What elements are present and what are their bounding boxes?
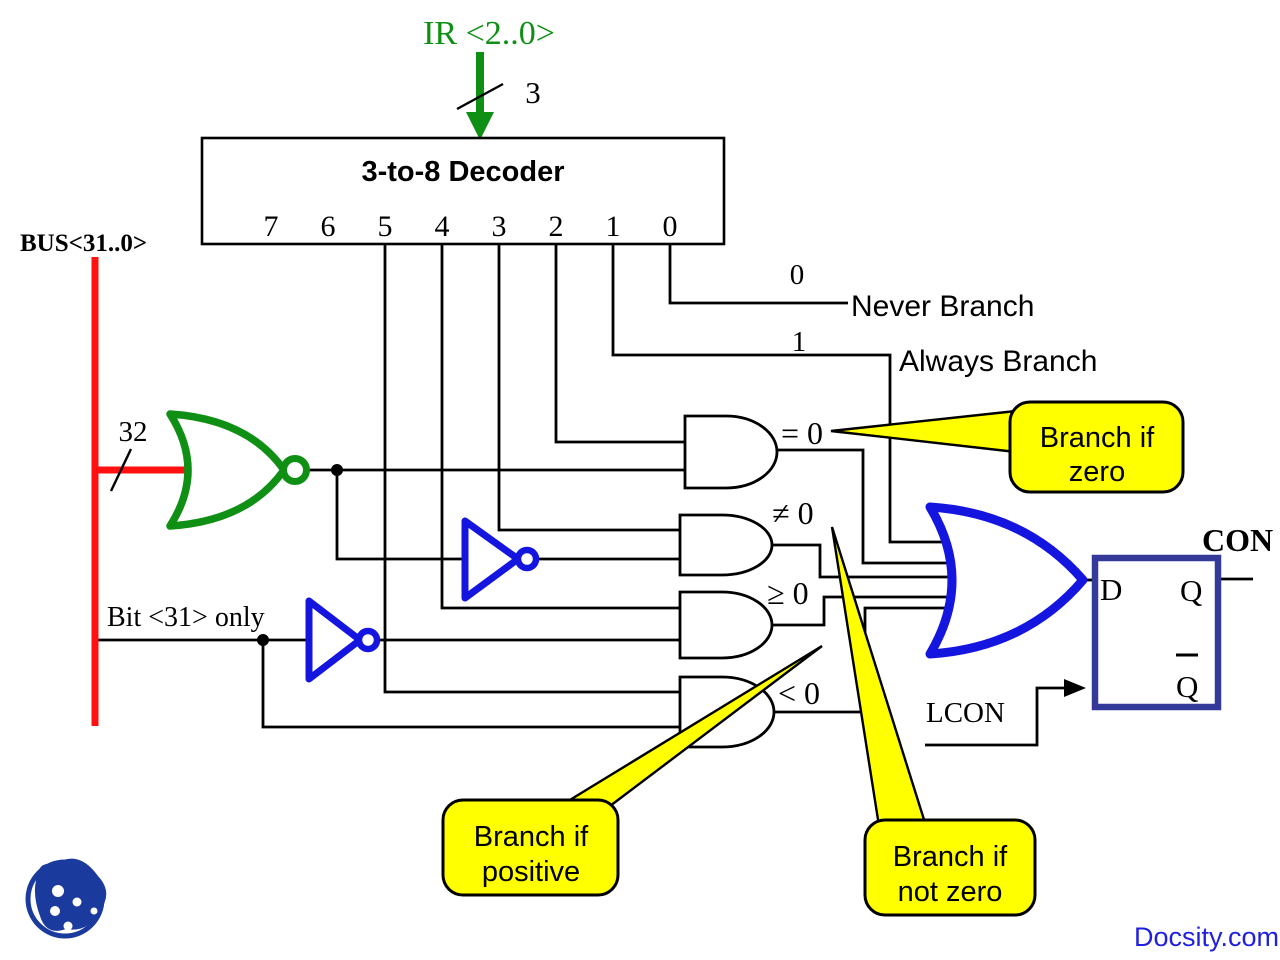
docsity-logo-hole-5 [63, 921, 73, 931]
callout-branch-if-zero [830, 400, 1185, 494]
bus-label: BUS<31..0> [20, 230, 147, 257]
wire-decoder-4-to-and-ge [440, 244, 680, 610]
callout-positive-box [441, 798, 620, 897]
callout-not-zero-line1: Branch if [893, 841, 1008, 873]
wire-and-ne-to-or [771, 543, 958, 579]
inverter-2-body [305, 597, 364, 683]
bus-lines [91, 257, 192, 726]
inverter-1-bubble [514, 546, 540, 572]
callout-not-zero-box [863, 818, 1037, 917]
wire-decoder-5-to-and-lt [383, 244, 680, 694]
decoder-output-3: 3 [492, 210, 507, 243]
flipflop-q-label: Q [1180, 573, 1202, 608]
decoder-title: 3-to-8 Decoder [361, 156, 564, 188]
always-branch-label: Always Branch [899, 345, 1097, 378]
callout-positive-pointer [559, 644, 823, 808]
or-gate [925, 502, 1088, 659]
callout-branch-if-positive [441, 644, 823, 897]
decoder-output-4: 4 [435, 210, 450, 243]
bus-width-slash-32 [109, 448, 133, 492]
and-gates [678, 414, 779, 749]
decoder-output-6: 6 [321, 210, 336, 243]
callout-positive-line1: Branch if [474, 821, 589, 853]
inverter-2 [305, 597, 381, 683]
callout-branch-if-not-zero [830, 526, 1037, 917]
callout-positive-line2: positive [482, 856, 580, 888]
condition-eq-label: = 0 [781, 415, 823, 451]
decoder-output-2: 2 [549, 210, 564, 243]
callout-zero-line1: Branch if [1040, 422, 1155, 454]
flipflop-qbar-label: Q [1176, 669, 1198, 704]
decoder-output-wires [383, 244, 958, 694]
docsity-logo-hole-4 [90, 907, 98, 915]
docsity-logo [25, 858, 107, 939]
condition-ge-label: ≥ 0 [767, 575, 809, 611]
never-branch-label: Never Branch [851, 290, 1034, 323]
docsity-logo-hole-1 [52, 885, 64, 897]
always-branch-bit: 1 [792, 326, 807, 358]
decoder-output-0: 0 [663, 210, 678, 243]
ir-width-label: 3 [525, 75, 541, 110]
bit31-only-label: Bit <31> only [107, 602, 265, 633]
ir-arrowhead [466, 112, 494, 140]
wire-decoder-0-never-branch [668, 244, 848, 305]
d-flipflop-box [1091, 554, 1222, 711]
con-output-label: CON [1202, 522, 1273, 558]
junction-dot-nor [331, 464, 343, 476]
brand-link[interactable]: Docsity.com [1134, 922, 1279, 952]
wire-decoder-1-always-branch [611, 244, 958, 544]
callout-zero-pointer [830, 409, 1017, 454]
junction-dot-bit31 [257, 634, 269, 646]
ir-bus-label: IR <2..0> [423, 15, 555, 52]
wire-bit31-branch-to-and-lt [261, 640, 680, 729]
and-gate-ne [678, 513, 774, 577]
wire-and-ge-to-or [771, 595, 958, 627]
nor-gate-bubble [280, 455, 310, 485]
docsity-logo-hole-3 [50, 906, 60, 916]
and-gate-eq [683, 414, 779, 490]
decoder-output-numbers: 7 6 5 4 3 2 1 0 [264, 210, 678, 243]
nor-gate-body [166, 410, 288, 530]
wire-decoder-3-to-and-ne [497, 244, 680, 532]
wire-and-eq-to-or [776, 448, 958, 565]
gate-interconnect-wires [96, 448, 1253, 747]
ir-input-arrow [456, 52, 504, 140]
callout-zero-box [1008, 400, 1185, 494]
docsity-logo-hole-2 [72, 897, 82, 907]
callout-not-zero-pointer [830, 526, 928, 827]
decoder-box [200, 136, 726, 246]
decoder-output-7: 7 [264, 210, 279, 243]
condition-ne-label: ≠ 0 [772, 495, 814, 531]
callout-not-zero-line2: not zero [898, 876, 1003, 908]
never-branch-bit: 0 [790, 259, 805, 291]
inverter-2-bubble [355, 627, 381, 653]
lcon-arrowhead [1064, 679, 1086, 697]
inverter-1 [461, 517, 540, 602]
lcon-label: LCON [926, 697, 1005, 729]
callout-zero-line2: zero [1069, 456, 1125, 488]
ir-width-slash-3 [456, 82, 504, 111]
inverter-1-body [461, 517, 522, 602]
and-gate-ge [678, 590, 774, 660]
decoder-output-5: 5 [378, 210, 393, 243]
wire-nor-branch-to-inverter1 [335, 470, 465, 561]
condition-lt-label: < 0 [778, 675, 820, 711]
bus-width-label: 32 [119, 416, 148, 448]
wire-decoder-2-to-and-eq [554, 244, 685, 444]
flipflop-d-label: D [1100, 572, 1122, 607]
decoder-output-1: 1 [606, 210, 621, 243]
wire-lcon-clock [925, 686, 1068, 747]
nor-gate [166, 410, 310, 530]
